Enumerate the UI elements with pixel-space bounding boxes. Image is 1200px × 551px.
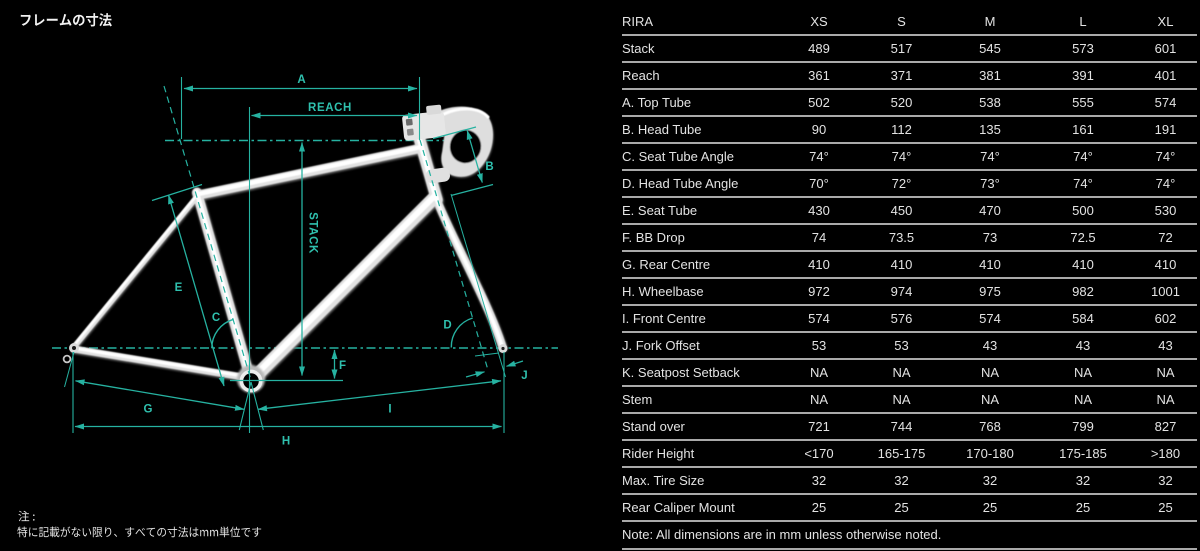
svg-text:A: A	[297, 74, 305, 86]
svg-text:F: F	[339, 360, 346, 372]
svg-text:J: J	[521, 370, 527, 382]
svg-text:I: I	[388, 404, 391, 416]
svg-text:H: H	[282, 436, 290, 448]
svg-text:D: D	[443, 320, 451, 332]
svg-text:STACK: STACK	[307, 212, 319, 254]
svg-text:REACH: REACH	[308, 102, 352, 114]
svg-text:B: B	[485, 161, 493, 173]
svg-text:E: E	[175, 282, 183, 294]
svg-text:G: G	[144, 404, 153, 416]
svg-text:C: C	[212, 312, 220, 324]
